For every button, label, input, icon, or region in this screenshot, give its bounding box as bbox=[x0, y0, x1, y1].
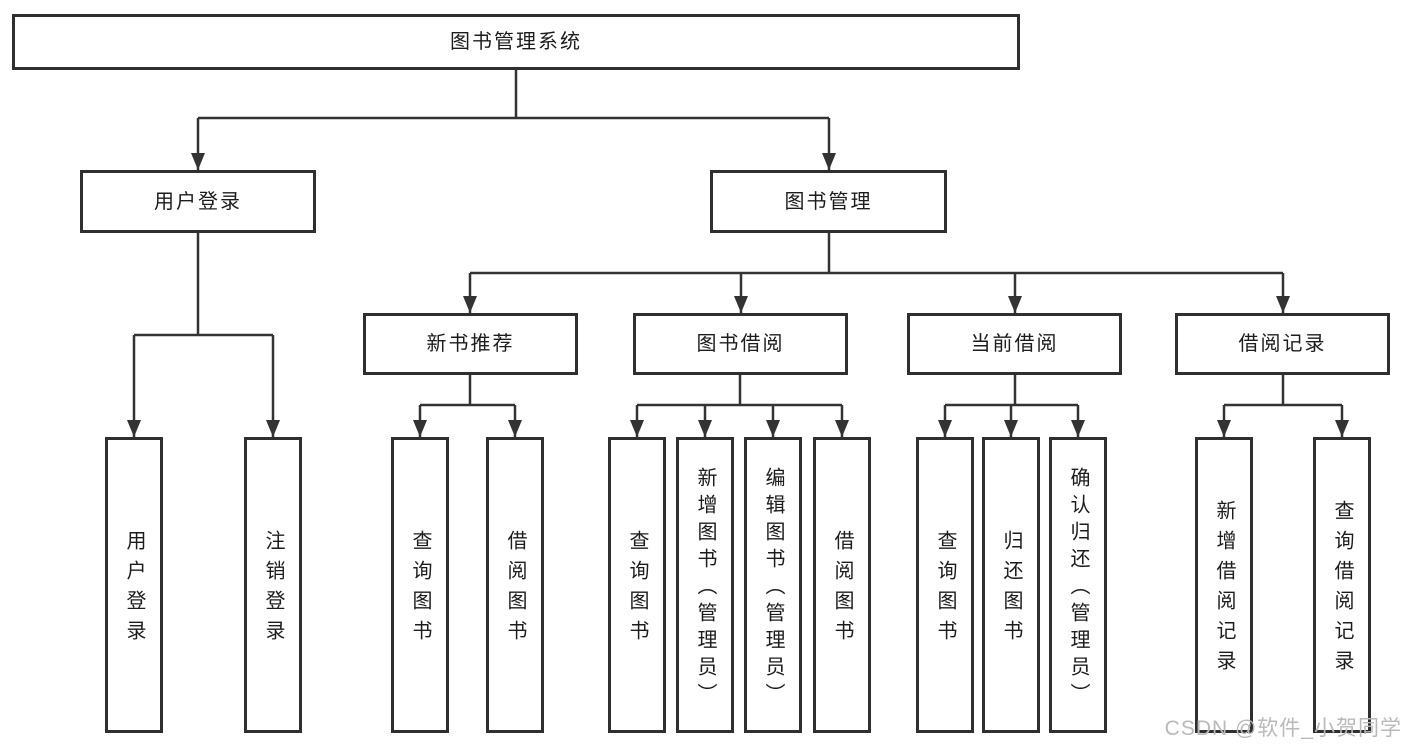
connector-records-to-leaves bbox=[1222, 375, 1344, 437]
leaf-borrowing-query-books: 查询图书 bbox=[608, 437, 666, 733]
connector-user-login-to-leaves bbox=[132, 233, 275, 437]
node-root: 图书管理系统 bbox=[12, 14, 1020, 70]
leaf-borrowing-edit-books-admin: 编辑图书（管理员） bbox=[744, 437, 802, 733]
leaf-records-query-record: 查询借阅记录 bbox=[1313, 437, 1371, 733]
connector-root-to-level2 bbox=[196, 70, 831, 170]
node-new-book-recommend: 新书推荐 bbox=[363, 313, 578, 375]
watermark: CSDN @软件_小贺同学 bbox=[1164, 717, 1402, 740]
leaf-recommend-borrow-books: 借阅图书 bbox=[486, 437, 544, 733]
leaf-current-confirm-return-admin: 确认归还（管理员） bbox=[1049, 437, 1107, 733]
leaf-user-login: 用户登录 bbox=[105, 437, 163, 733]
leaf-records-add-record: 新增借阅记录 bbox=[1195, 437, 1253, 733]
node-book-management: 图书管理 bbox=[710, 170, 947, 233]
leaf-borrowing-borrow-books: 借阅图书 bbox=[813, 437, 871, 733]
node-book-borrowing: 图书借阅 bbox=[633, 313, 848, 375]
connector-borrowing-to-leaves bbox=[635, 375, 844, 437]
node-current-borrowing: 当前借阅 bbox=[907, 313, 1122, 375]
leaf-borrowing-add-books-admin: 新增图书（管理员） bbox=[676, 437, 734, 733]
leaf-current-return-books: 归还图书 bbox=[982, 437, 1040, 733]
leaf-current-query-books: 查询图书 bbox=[916, 437, 974, 733]
leaf-logout-login: 注销登录 bbox=[244, 437, 302, 733]
connector-recommend-to-leaves bbox=[418, 375, 517, 437]
leaf-recommend-query-books: 查询图书 bbox=[391, 437, 449, 733]
node-borrow-records: 借阅记录 bbox=[1175, 313, 1390, 375]
connector-book-management-to-level3 bbox=[468, 233, 1285, 313]
node-user-login: 用户登录 bbox=[80, 170, 316, 233]
